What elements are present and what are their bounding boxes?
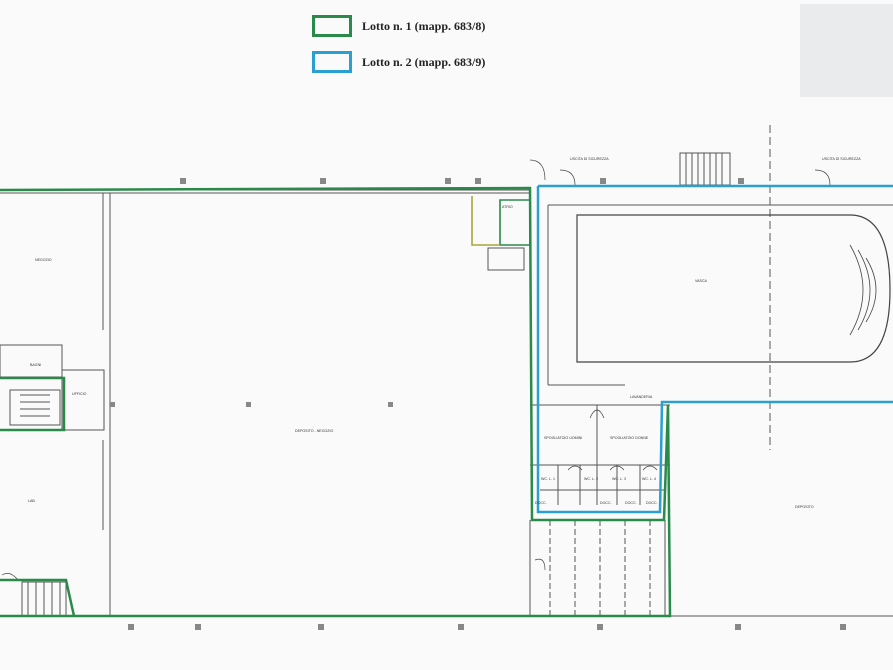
label-deposito-right: DEPOSITO xyxy=(795,505,814,509)
label-uscita-sicurezza-2: USCITA DI SICUREZZA xyxy=(822,157,861,161)
label-spogliatoio-uomini: SPOGLIATOIO UOMINI xyxy=(544,436,582,440)
label-bagni: BAGNI xyxy=(30,363,41,367)
label-spogliatoio-donne: SPOGLIATOIO DONNE xyxy=(610,436,649,440)
label-negozio: NEGOZIO xyxy=(35,258,52,262)
legend-item-lotto-1: Lotto n. 1 (mapp. 683/8) xyxy=(312,12,485,40)
lotto-2-boundary xyxy=(536,184,893,514)
label-doccia-4: DOCC. xyxy=(646,501,658,505)
label-wc-3: WC. L. 3 xyxy=(612,477,626,481)
walls xyxy=(0,125,893,617)
pool xyxy=(576,214,891,363)
label-atrio: ATRIO xyxy=(502,205,513,209)
doors xyxy=(1,159,831,581)
label-laboratorio: LAB xyxy=(28,499,35,503)
lotto-1-boundary xyxy=(0,186,672,618)
columns xyxy=(110,178,846,630)
redacted-stamp xyxy=(800,4,893,97)
label-doccia-3: DOCC. xyxy=(625,501,637,505)
legend-item-lotto-2: Lotto n. 2 (mapp. 683/9) xyxy=(312,48,485,76)
label-wc-4: WC. L. 4 xyxy=(642,477,656,481)
label-ufficio: UFFICIO xyxy=(72,392,87,396)
label-doccia-1: DOCC. xyxy=(535,501,547,505)
label-doccia-2: DOCC. xyxy=(600,501,612,505)
legend-swatch-lotto-2 xyxy=(312,51,352,73)
label-wc-2: WC. L. 2 xyxy=(584,477,598,481)
label-wc-1: WC. L. 1 xyxy=(541,477,555,481)
legend-swatch-lotto-1 xyxy=(312,15,352,37)
label-uscita-sicurezza-1: USCITA DI SICUREZZA xyxy=(570,157,609,161)
label-lavanderia: LAVANDERIA xyxy=(630,395,653,399)
access-outline xyxy=(471,196,500,246)
label-deposito-negozio: DEPOSITO - NEGOZIO xyxy=(295,429,333,433)
legend-label-lotto-1: Lotto n. 1 (mapp. 683/8) xyxy=(362,18,486,33)
legend-label-lotto-2: Lotto n. 2 (mapp. 683/9) xyxy=(362,54,486,69)
legend: Lotto n. 1 (mapp. 683/8) Lotto n. 2 (map… xyxy=(312,12,485,84)
label-vasca: VASCA xyxy=(695,279,708,283)
